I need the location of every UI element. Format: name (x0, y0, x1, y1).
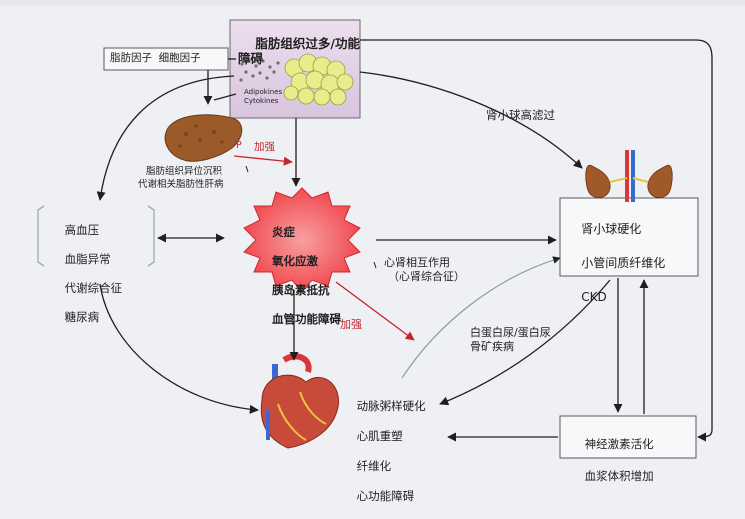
adipokines-label: Adipokines (244, 88, 283, 96)
heart-item: 纤维化 (356, 459, 392, 473)
heart-item: 心功能障碍 (356, 489, 415, 503)
liver-caption-1: 脂肪组织异位沉积 (146, 166, 223, 177)
proteinuria-line1: 白蛋白尿/蛋白尿 (470, 326, 551, 339)
cardiorenal-line2: （心肾综合征） (388, 270, 465, 283)
heart-item: 心肌重塑 (356, 429, 403, 443)
neuro-list: 神经激素活化 血浆体积增加 (570, 420, 654, 500)
kidney-list: 肾小球硬化 小管间质纤维化 CKD (566, 204, 665, 323)
heart-item: 动脉粥样硬化 (356, 399, 426, 413)
heart-icon (260, 353, 339, 449)
liver-enhance-label: 加强 (254, 141, 275, 153)
inflammation-item: 炎症 (272, 224, 296, 239)
metabolic-item: 糖尿病 (64, 309, 100, 324)
adipose-title-line2: 障碍 (238, 51, 264, 66)
top-band (0, 0, 745, 6)
factors-label: 脂肪因子 细胞因子 (110, 52, 201, 64)
liver-caption-2: 代谢相关脂肪性肝病 (138, 179, 224, 190)
metabolic-bracket-right (147, 205, 155, 267)
inflammation-list: 炎症 氧化应激 胰岛素抵抗 血管功能障碍 (256, 210, 341, 341)
metabolic-list: 高血压 血脂异常 代谢综合征 糖尿病 (50, 208, 123, 339)
diagram-arrows-and-art (37, 19, 713, 459)
liver-p-mark: P (236, 140, 242, 151)
arrow-metabolic-to-heart (99, 283, 259, 414)
inflammation-burst (243, 187, 361, 293)
enhance-label-2: 加强 (340, 318, 362, 331)
arrow-adipose-to-factors (213, 93, 237, 101)
adipocyte-cluster-icon (283, 53, 354, 106)
arrow-adipose-to-kidney (359, 71, 583, 169)
arrow-heart-to-kidney (401, 256, 561, 379)
inflammation-item: 血管功能障碍 (272, 311, 342, 326)
glomerular-label: 肾小球高滤过 (486, 108, 555, 122)
metabolic-item: 代谢综合征 (64, 280, 123, 295)
tick-mark (373, 261, 377, 269)
adipose-title: 脂肪组织过多/功能障碍 (238, 21, 360, 81)
arrow-liver-enhance (233, 155, 293, 166)
diagram-stage: 脂肪组织过多/功能障碍 Adipokines Cytokines 脂肪因子 细胞… (0, 0, 745, 503)
inflammation-item: 氧化应激 (272, 253, 319, 268)
arrow-enhance-heart-kidney (335, 281, 415, 341)
arrow-loop-to-neuro (360, 39, 713, 442)
kidney-item: 小管间质纤维化 (581, 256, 666, 270)
kidney-item: 肾小球硬化 (581, 222, 642, 236)
metabolic-bracket-left (37, 205, 45, 267)
arrow-kidney-to-heart (439, 279, 611, 406)
adipokine-dots-icon (239, 58, 280, 82)
metabolic-item: 血脂异常 (64, 251, 111, 266)
inflammation-item: 胰岛素抵抗 (272, 282, 330, 297)
kidney-icon (585, 150, 673, 202)
adipose-title-line1: 脂肪组织过多/功能 (255, 36, 360, 51)
heart-list: 动脉粥样硬化 心肌重塑 纤维化 心功能障碍 (342, 384, 426, 519)
metabolic-item: 高血压 (64, 222, 100, 237)
proteinuria-line2: 骨矿疾病 (470, 340, 514, 353)
tick-mark (245, 165, 249, 173)
cytokines-label: Cytokines (244, 97, 279, 105)
neuro-box (559, 415, 697, 459)
cardiorenal-line1: 心肾相互作用 (384, 256, 450, 269)
kidney-box (559, 197, 699, 277)
arrow-adipose-to-metabolic (96, 75, 235, 201)
neuro-item: 神经激素活化 (584, 437, 654, 451)
kidney-item: CKD (581, 290, 607, 304)
neuro-item: 血浆体积增加 (584, 469, 654, 483)
liver-icon (164, 114, 243, 162)
